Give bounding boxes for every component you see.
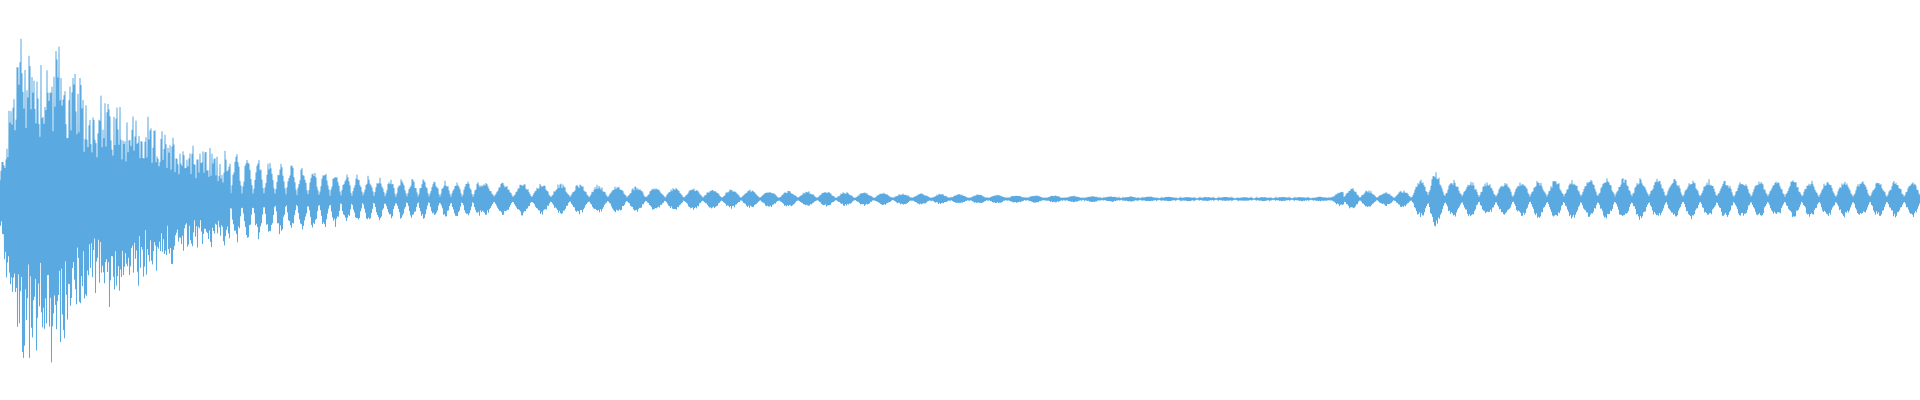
waveform-trace xyxy=(0,38,1920,363)
